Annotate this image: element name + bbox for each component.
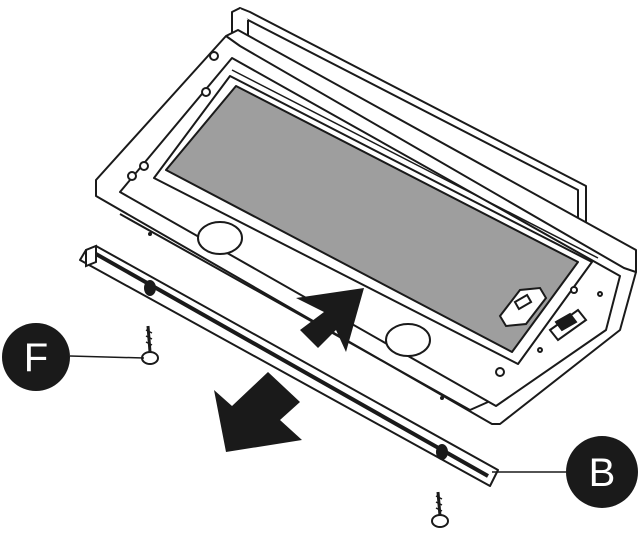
tray-front [119, 213, 489, 411]
callout-f: F [2, 323, 70, 391]
arrow-down-icon [214, 372, 302, 452]
filter-frame [153, 75, 593, 365]
callout-b: B [566, 436, 638, 508]
arrow-up-icon [296, 288, 364, 352]
front-strip [79, 244, 499, 487]
screw-icon-left [141, 325, 159, 365]
light-cutout-left [197, 221, 243, 255]
frame-screws [127, 51, 603, 377]
callout-b-label: B [589, 451, 616, 495]
grease-filter [165, 85, 579, 353]
callout-leader-f [69, 355, 145, 359]
control-slider [548, 308, 588, 342]
screw-icon-right [431, 491, 449, 528]
callout-f-label: F [24, 336, 48, 380]
light-cutout-right [385, 323, 431, 357]
filter-handle [498, 286, 548, 328]
